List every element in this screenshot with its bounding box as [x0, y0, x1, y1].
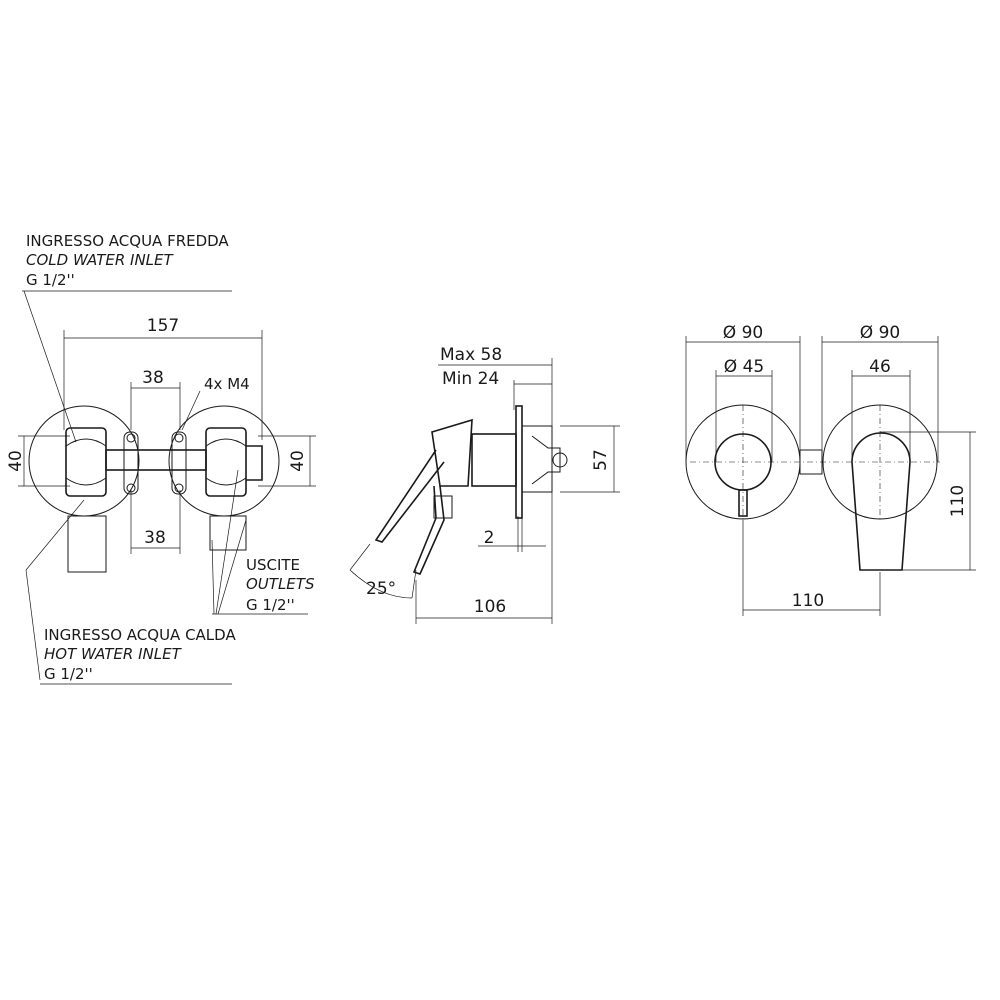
dim-plate-dia-right: Ø 90: [860, 323, 900, 343]
dim-40-left: 40: [6, 450, 26, 472]
depth-min-label: Min 24: [442, 369, 499, 389]
cartridge-stem: [552, 452, 568, 468]
dim-center-distance: 110: [792, 591, 824, 611]
screw-icon: [126, 433, 136, 443]
screw-icon: [174, 433, 184, 443]
handle-head: [431, 418, 473, 487]
hot-inlet-label-it: INGRESSO ACQUA CALDA: [44, 626, 236, 644]
left-bracket: [123, 431, 139, 495]
screw-icon: [126, 483, 136, 493]
hot-inlet-leader: [25, 569, 41, 681]
lever-tilted: [374, 449, 445, 543]
dim-157: 157: [147, 316, 179, 336]
dim-38-top: 38: [142, 368, 164, 388]
screw-icon: [174, 483, 184, 493]
wall-plate: [515, 405, 523, 519]
dim-plate-dia-left: Ø 90: [723, 323, 763, 343]
dim-spout-width: 46: [869, 357, 891, 377]
dim-25-deg: 25°: [366, 579, 396, 599]
left-flange: [28, 405, 140, 517]
right-valve-body: [205, 427, 247, 497]
lever-vertical: [412, 485, 445, 575]
dim-106: 106: [474, 597, 506, 617]
lower-outlet: [209, 515, 247, 551]
handle-lever: [738, 489, 748, 517]
lower-inlet: [67, 515, 107, 573]
outlets-label-it: USCITE: [246, 556, 300, 574]
front-view: INGRESSO ACQUA FREDDA COLD WATER INLET G…: [6, 232, 316, 685]
cold-inlet-label-it: INGRESSO ACQUA FREDDA: [26, 232, 229, 250]
dim-handle-dia: Ø 45: [724, 357, 764, 377]
side-view: Max 58 Min 24 57 2 25° 106: [349, 345, 620, 624]
cold-inlet-size: G 1/2'': [26, 271, 75, 289]
spout-handle: [851, 432, 911, 571]
body-cover: [471, 433, 517, 487]
dim-40-right: 40: [288, 450, 308, 472]
cold-inlet-label-en: COLD WATER INLET: [26, 251, 175, 269]
dim-handle-height: 110: [948, 485, 968, 517]
cold-inlet-leader: [23, 290, 77, 443]
dim-57: 57: [591, 449, 611, 471]
connecting-pipe: [105, 449, 207, 471]
depth-max-label: Max 58: [440, 345, 502, 365]
right-bracket: [171, 431, 187, 495]
hot-inlet-size: G 1/2'': [44, 665, 93, 683]
dim-38-bottom: 38: [144, 528, 166, 548]
outlets-label-en: OUTLETS: [246, 575, 315, 593]
left-valve-body: [65, 427, 107, 497]
outlets-size: G 1/2'': [246, 596, 295, 614]
cartridge-body: [521, 425, 553, 493]
dim-2: 2: [484, 528, 495, 548]
plate-view: Ø 90 Ø 90 Ø 45 46 110 11: [685, 323, 976, 616]
outlet-stub: [246, 445, 263, 481]
screws-label: 4x M4: [204, 375, 250, 393]
hot-inlet-label-en: HOT WATER INLET: [44, 645, 183, 663]
